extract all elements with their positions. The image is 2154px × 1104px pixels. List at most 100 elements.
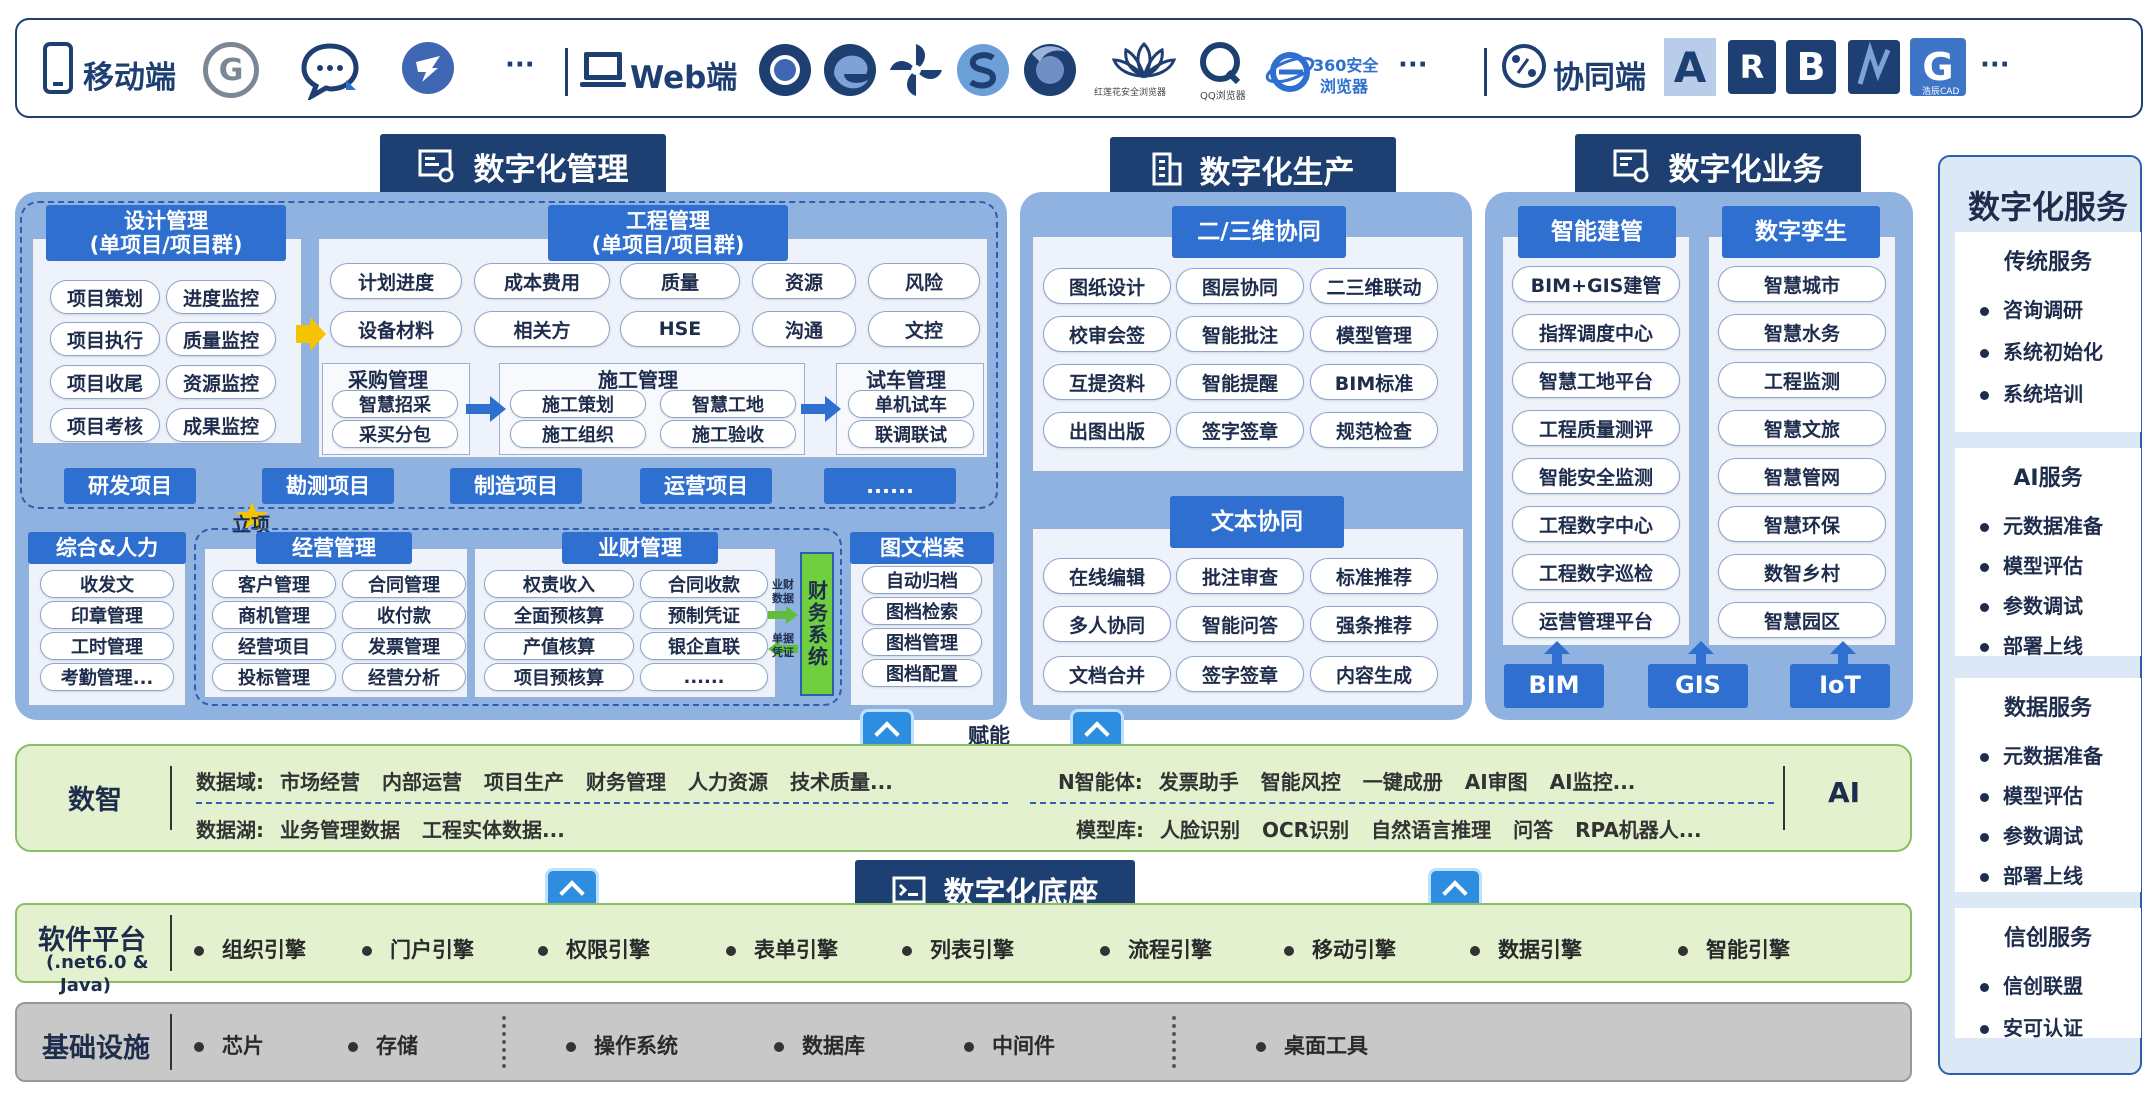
chat-bubble-icon[interactable] [300, 40, 364, 100]
engine-item[interactable]: 权限引擎 [538, 934, 650, 964]
collab-item[interactable]: 智能提醒 [1176, 364, 1304, 400]
service-item[interactable]: 模型评估 [1980, 550, 2083, 579]
construct-item[interactable]: 施工验收 [660, 420, 796, 448]
sogou-browser-icon[interactable] [955, 42, 1011, 98]
eng-item[interactable]: 沟通 [752, 311, 856, 347]
service-item[interactable]: 元数据准备 [1980, 740, 2103, 769]
autocad-icon[interactable]: A [1664, 38, 1716, 96]
fin-item[interactable]: 产值核算 [484, 632, 634, 660]
fin-system-box[interactable]: 财务系统 [800, 552, 834, 696]
service-item[interactable]: 系统培训 [1980, 378, 2083, 407]
collab-item[interactable]: 签字签章 [1176, 412, 1304, 448]
hr-item[interactable]: 考勤管理... [40, 663, 174, 691]
eng-item[interactable]: 风险 [868, 263, 980, 299]
service-item[interactable]: 参数调试 [1980, 590, 2083, 619]
build-item[interactable]: 智慧工地平台 [1512, 362, 1680, 398]
eng-item[interactable]: 成本费用 [474, 263, 610, 299]
qq-browser-icon[interactable] [1198, 40, 1244, 86]
dingtalk-icon[interactable] [400, 40, 456, 96]
engine-item[interactable]: 列表引擎 [902, 934, 1014, 964]
hr-item[interactable]: 收发文 [40, 570, 174, 598]
collab-item[interactable]: 二三维联动 [1310, 268, 1438, 304]
twin-item[interactable]: 智慧环保 [1718, 506, 1886, 542]
infra-item[interactable]: 数据库 [774, 1030, 865, 1060]
collab-item[interactable]: BIM标准 [1310, 364, 1438, 400]
biz-item[interactable]: 收付款 [342, 601, 466, 629]
fin-item[interactable]: 全面预核算 [484, 601, 634, 629]
design-item[interactable]: 项目执行 [50, 322, 160, 356]
construct-item[interactable]: 施工组织 [510, 420, 646, 448]
archive-item[interactable]: 图档配置 [862, 659, 982, 687]
design-item[interactable]: 质量监控 [166, 322, 276, 356]
collab-item[interactable]: 互提资料 [1043, 364, 1171, 400]
chrome-icon[interactable] [757, 42, 813, 98]
biz-item[interactable]: 合同管理 [342, 570, 466, 598]
build-item[interactable]: 工程质量测评 [1512, 410, 1680, 446]
service-item[interactable]: 安可认证 [1980, 1012, 2083, 1041]
gstarcad-icon[interactable]: G [1910, 38, 1966, 96]
biz-item[interactable]: 经营分析 [342, 663, 466, 691]
engine-item[interactable]: 门户引擎 [362, 934, 474, 964]
project-type-item[interactable]: 运营项目 [640, 468, 772, 504]
text-collab-item[interactable]: 在线编辑 [1043, 558, 1171, 594]
collab-item[interactable]: 规范检查 [1310, 412, 1438, 448]
firefox-icon[interactable] [1022, 40, 1078, 98]
design-item[interactable]: 项目策划 [50, 280, 160, 314]
revit-icon[interactable]: R [1728, 40, 1776, 94]
eng-item[interactable]: 质量 [620, 263, 740, 299]
project-type-item[interactable]: ...... [824, 468, 956, 504]
purchase-item[interactable]: 采买分包 [332, 420, 458, 448]
text-collab-item[interactable]: 文档合并 [1043, 656, 1171, 692]
trial-item[interactable]: 单机试车 [848, 390, 974, 418]
biz-item[interactable]: 投标管理 [212, 663, 336, 691]
biz-item[interactable]: 商机管理 [212, 601, 336, 629]
infra-item[interactable]: 操作系统 [566, 1030, 678, 1060]
mobile-more[interactable]: ··· [505, 50, 535, 80]
twin-item[interactable]: 智慧城市 [1718, 266, 1886, 302]
eng-item[interactable]: HSE [620, 311, 740, 347]
service-item[interactable]: 信创联盟 [1980, 970, 2083, 999]
service-item[interactable]: 元数据准备 [1980, 510, 2103, 539]
eng-item[interactable]: 资源 [752, 263, 856, 299]
build-item[interactable]: 指挥调度中心 [1512, 314, 1680, 350]
collab-item[interactable]: 模型管理 [1310, 316, 1438, 352]
engine-item[interactable]: 组织引擎 [194, 934, 306, 964]
text-collab-item[interactable]: 签字签章 [1176, 656, 1304, 692]
text-collab-item[interactable]: 批注审查 [1176, 558, 1304, 594]
hr-item[interactable]: 工时管理 [40, 632, 174, 660]
service-item[interactable]: 系统初始化 [1980, 336, 2103, 365]
collab-item[interactable]: 出图出版 [1043, 412, 1171, 448]
collab-item[interactable]: 图纸设计 [1043, 268, 1171, 304]
engine-item[interactable]: 数据引擎 [1470, 934, 1582, 964]
fin-item[interactable]: 银企直联 [640, 632, 768, 660]
hr-item[interactable]: 印章管理 [40, 601, 174, 629]
infra-item[interactable]: 中间件 [964, 1030, 1055, 1060]
engine-item[interactable]: 移动引擎 [1284, 934, 1396, 964]
collab-more[interactable]: ··· [1980, 50, 2010, 80]
twin-item[interactable]: 智慧水务 [1718, 314, 1886, 350]
twin-item[interactable]: 智慧管网 [1718, 458, 1886, 494]
infra-item[interactable]: 桌面工具 [1256, 1030, 1368, 1060]
text-collab-item[interactable]: 标准推荐 [1310, 558, 1438, 594]
eng-item[interactable]: 设备材料 [330, 311, 462, 347]
infra-item[interactable]: 芯片 [194, 1030, 264, 1060]
build-item[interactable]: 工程数字巡检 [1512, 554, 1680, 590]
bentley-icon[interactable]: B [1786, 40, 1836, 94]
engine-item[interactable]: 智能引擎 [1678, 934, 1790, 964]
biz-item[interactable]: 发票管理 [342, 632, 466, 660]
twin-item[interactable]: 智慧园区 [1718, 602, 1886, 638]
collab-item[interactable]: 图层协同 [1176, 268, 1304, 304]
fin-item[interactable]: 项目预核算 [484, 663, 634, 691]
web-more[interactable]: ··· [1398, 50, 1428, 80]
design-item[interactable]: 资源监控 [166, 365, 276, 399]
text-collab-item[interactable]: 多人协同 [1043, 606, 1171, 642]
twin-item[interactable]: 工程监测 [1718, 362, 1886, 398]
design-item[interactable]: 进度监控 [166, 280, 276, 314]
infra-item[interactable]: 存储 [348, 1030, 418, 1060]
fin-item[interactable]: ...... [640, 663, 768, 691]
text-collab-item[interactable]: 内容生成 [1310, 656, 1438, 692]
eng-item[interactable]: 计划进度 [330, 263, 462, 299]
build-item[interactable]: BIM+GIS建管 [1512, 266, 1680, 302]
project-type-item[interactable]: 勘测项目 [262, 468, 394, 504]
archive-item[interactable]: 自动归档 [862, 566, 982, 594]
